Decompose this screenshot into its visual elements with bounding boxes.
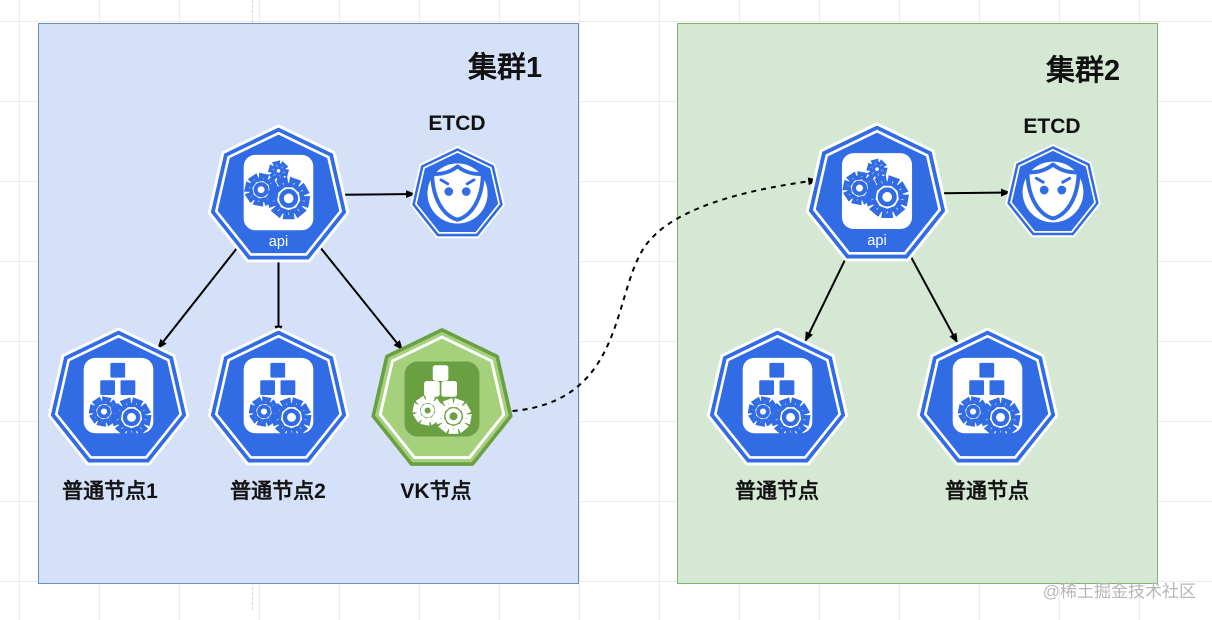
edge-api2-node4 <box>907 251 959 344</box>
watermark: @稀土掘金技术社区 <box>1042 582 1196 601</box>
cube-icon <box>768 361 786 379</box>
virtual-kubelet-icon <box>370 327 514 476</box>
api-server-cluster-1[interactable]: api <box>206 123 351 268</box>
cube-icon <box>119 379 137 397</box>
kubernetes-node-icon <box>705 326 850 476</box>
etcd-icon <box>1004 143 1102 246</box>
cube-icon <box>988 379 1006 397</box>
worker-node-1[interactable] <box>46 326 191 471</box>
cube-icon <box>279 379 297 397</box>
cluster-1-title: 集群1 <box>468 52 543 84</box>
cube-icon <box>109 361 127 379</box>
svg-text:api: api <box>269 234 288 250</box>
worker-node-4-label: 普通节点 <box>945 480 1029 503</box>
worker-node-3-label: 普通节点 <box>735 480 819 503</box>
edge-api1-etcd1 <box>343 190 416 199</box>
cube-icon <box>432 365 449 381</box>
worker-node-1-label: 普通节点1 <box>62 480 158 503</box>
edge-vk-api2 <box>512 177 819 412</box>
cluster-1-box <box>38 23 579 584</box>
etcd-icon <box>409 145 506 247</box>
cube-icon <box>441 381 457 397</box>
cube-icon <box>259 379 277 397</box>
kubernetes-node-icon <box>206 326 351 476</box>
cube-icon <box>269 361 287 379</box>
cluster-2-title: 集群2 <box>1046 55 1121 87</box>
worker-node-3[interactable] <box>705 326 850 471</box>
kubernetes-api-icon: api <box>804 121 950 272</box>
edge-api2-node3 <box>804 252 850 342</box>
cube-icon <box>968 379 986 397</box>
cluster-2-box <box>677 23 1158 584</box>
api-server-cluster-2[interactable]: api <box>804 121 950 267</box>
etcd-1-label: ETCD <box>428 112 486 135</box>
edge-api1-vk <box>318 245 404 351</box>
worker-node-2[interactable] <box>206 326 351 471</box>
cube-icon <box>758 379 776 397</box>
kubernetes-api-icon: api <box>206 123 351 273</box>
kubernetes-node-icon <box>915 326 1060 476</box>
kubernetes-node-icon <box>46 326 191 476</box>
worker-node-2-label: 普通节点2 <box>230 480 326 503</box>
vk-node[interactable] <box>370 327 514 471</box>
cube-icon <box>778 379 796 397</box>
edge-api1-node1 <box>157 246 239 350</box>
vk-node-label: VK节点 <box>400 480 472 503</box>
svg-text:api: api <box>867 233 886 249</box>
cube-icon <box>99 379 117 397</box>
etcd-cluster-1[interactable] <box>409 145 506 242</box>
etcd-2-label: ETCD <box>1023 115 1081 138</box>
cube-icon <box>978 361 996 379</box>
worker-node-4[interactable] <box>915 326 1060 471</box>
etcd-cluster-2[interactable] <box>1004 143 1102 241</box>
edge-api2-etcd2 <box>942 188 1011 197</box>
cube-icon <box>424 381 440 397</box>
